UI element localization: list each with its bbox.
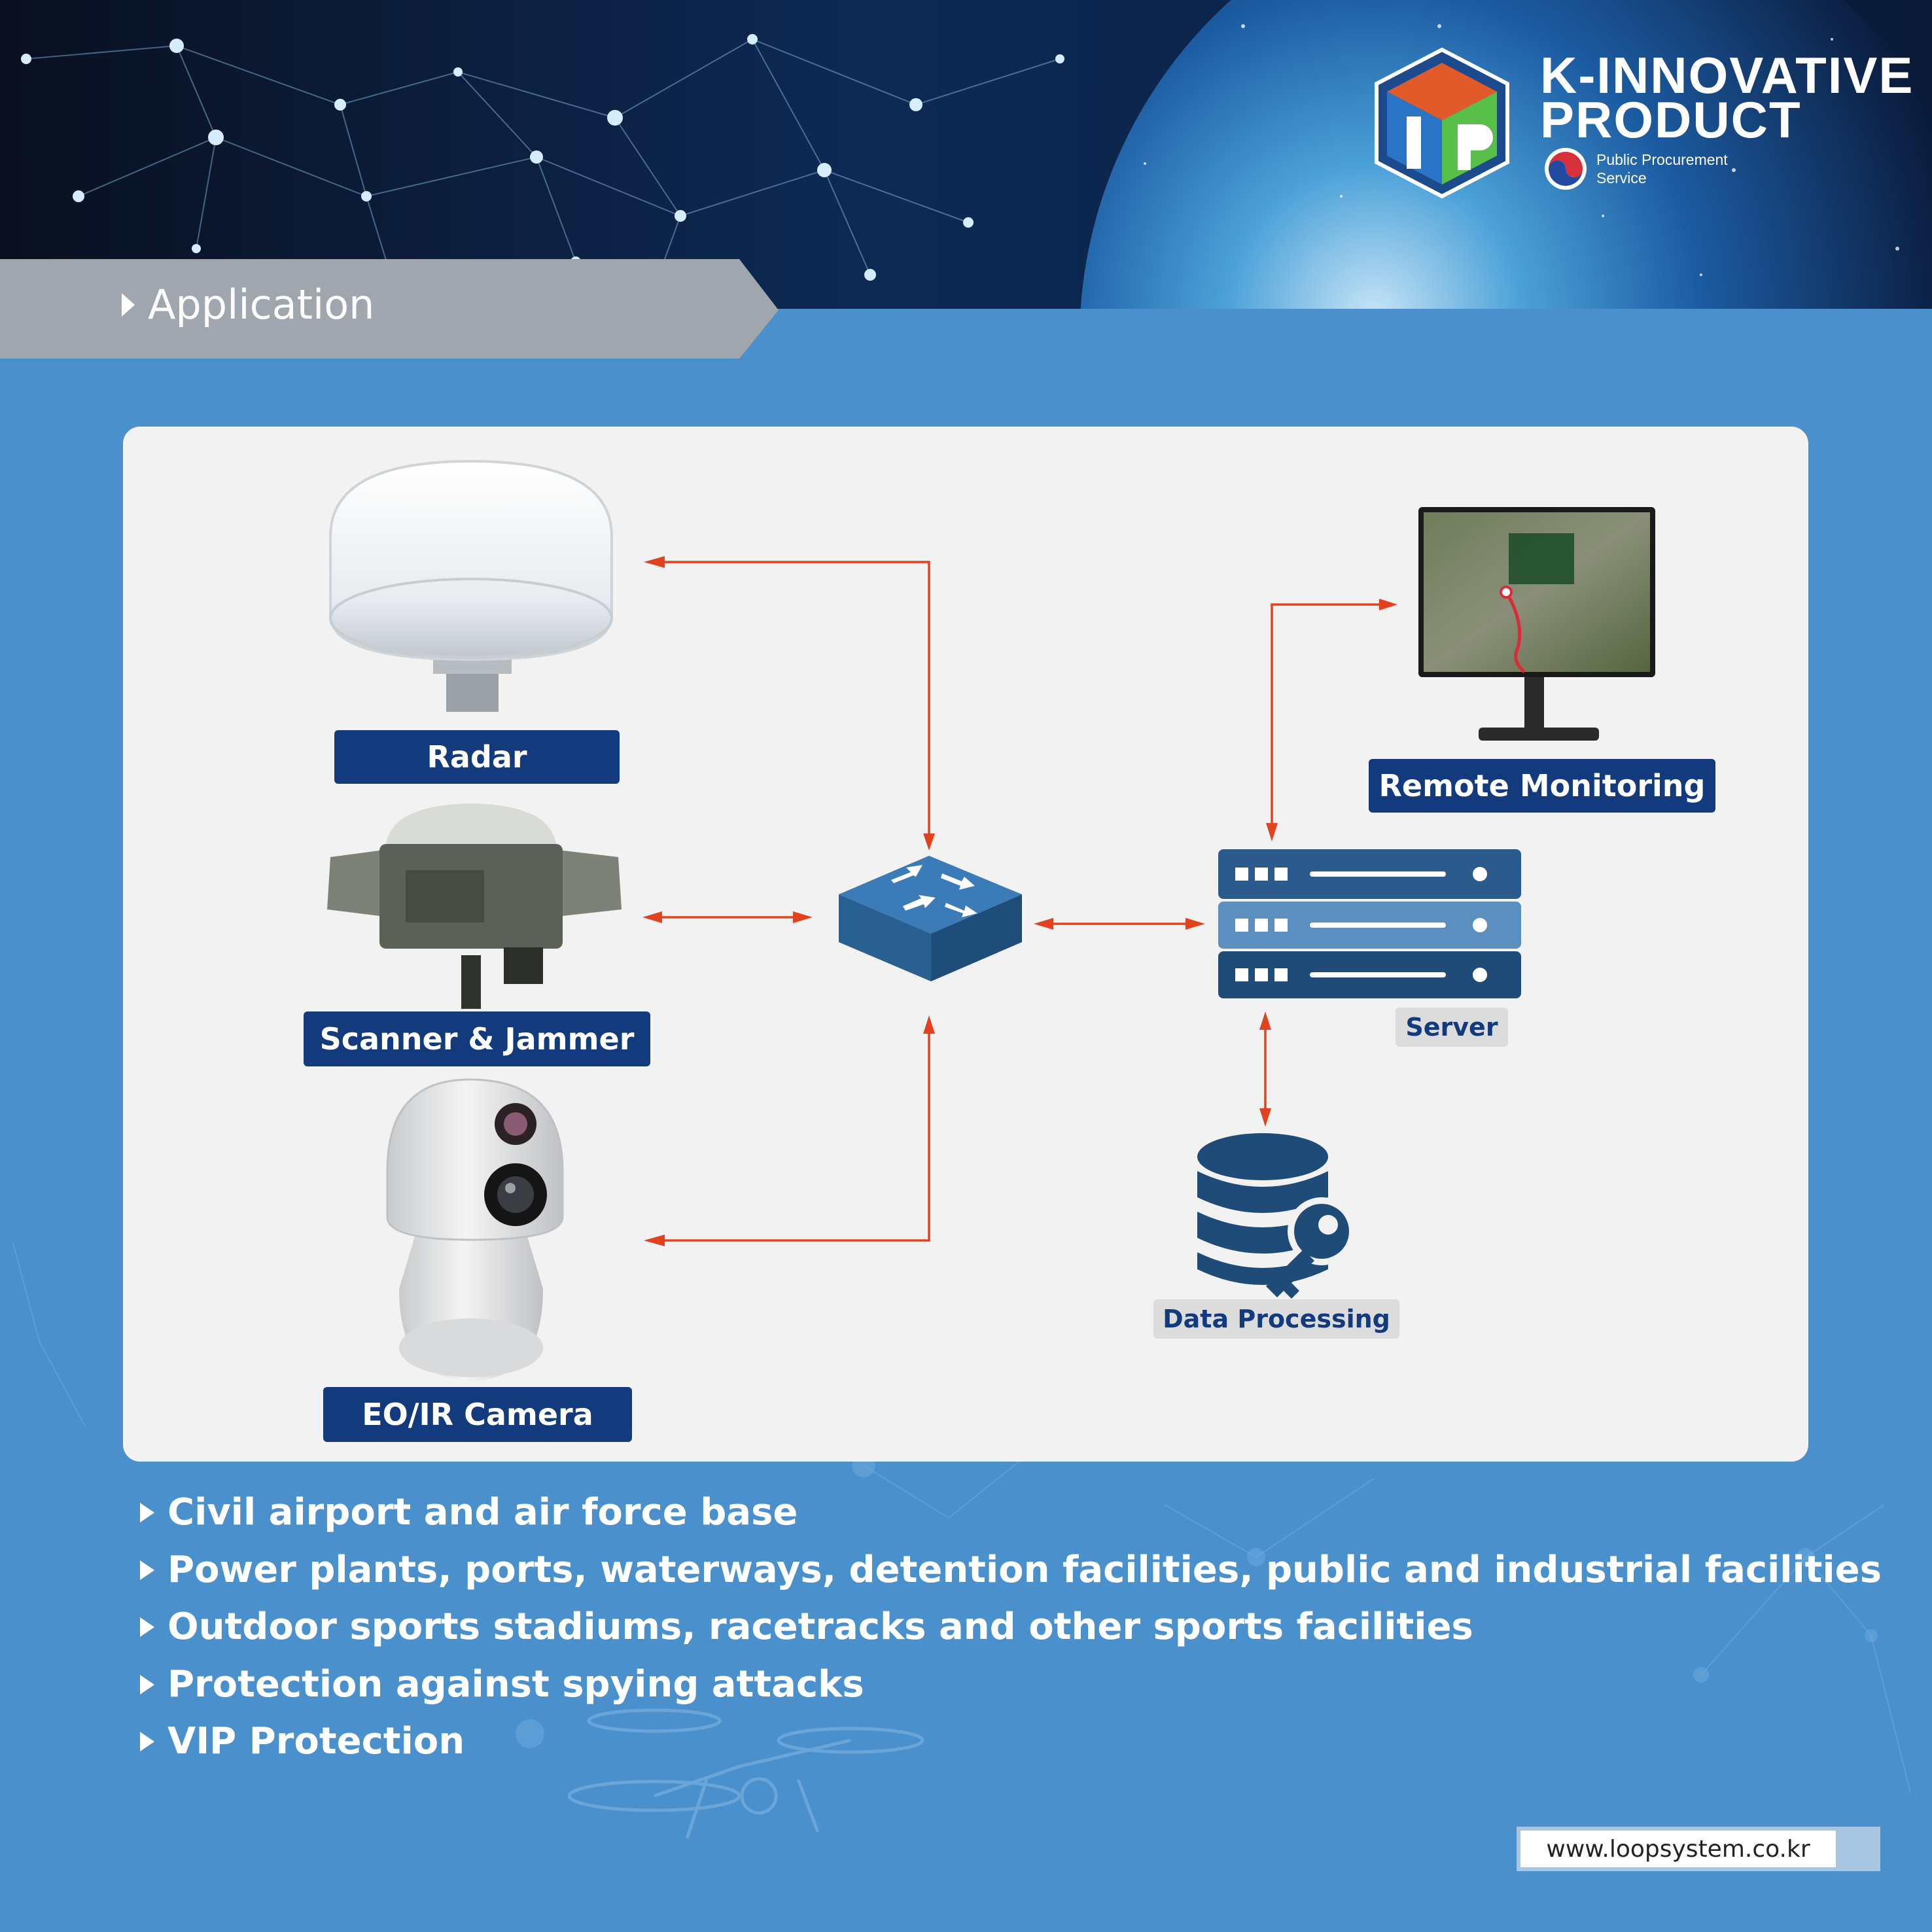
- website-url-field[interactable]: www.loopsystem.co.kr: [1517, 1827, 1840, 1871]
- server-rack-icon: [1218, 849, 1521, 998]
- agency-name-line2: Service: [1596, 169, 1647, 187]
- section-tab-background: [0, 259, 779, 359]
- application-list: Civil airport and air force base Power p…: [139, 1484, 1882, 1770]
- server-label: Server: [1396, 1008, 1508, 1047]
- website-url-text: www.loopsystem.co.kr: [1546, 1836, 1810, 1863]
- search-button[interactable]: [1840, 1827, 1880, 1871]
- list-item: Protection against spying attacks: [139, 1656, 1882, 1713]
- list-item-text: Power plants, ports, waterways, detentio…: [167, 1549, 1882, 1591]
- bullet-arrow-icon: [140, 1503, 154, 1522]
- brand-title-line2: PRODUCT: [1540, 94, 1802, 145]
- agency-name-line1: Public Procurement: [1596, 150, 1728, 169]
- scanner-jammer-label: Scanner & Jammer: [304, 1011, 650, 1066]
- kip-cube-logo-icon: [1377, 50, 1507, 196]
- list-item: Civil airport and air force base: [139, 1484, 1882, 1541]
- bullet-arrow-icon: [140, 1617, 154, 1637]
- bullet-arrow-icon: [140, 1732, 154, 1751]
- list-item: VIP Protection: [139, 1713, 1882, 1770]
- list-item: Power plants, ports, waterways, detentio…: [139, 1541, 1882, 1599]
- list-item: Outdoor sports stadiums, racetracks and …: [139, 1598, 1882, 1656]
- bullet-arrow-icon: [140, 1560, 154, 1580]
- section-title: Application: [148, 277, 374, 332]
- list-item-text: VIP Protection: [167, 1720, 465, 1763]
- data-processing-label: Data Processing: [1153, 1299, 1399, 1339]
- eo-ir-camera-label: EO/IR Camera: [323, 1387, 632, 1442]
- list-item-text: Civil airport and air force base: [167, 1491, 798, 1534]
- bullet-arrow-icon: [140, 1675, 154, 1695]
- radar-label: Radar: [334, 730, 620, 784]
- taegeuk-emblem-icon: [1545, 148, 1587, 190]
- list-item-text: Outdoor sports stadiums, racetracks and …: [167, 1606, 1473, 1648]
- list-item-text: Protection against spying attacks: [167, 1663, 864, 1706]
- eo-ir-camera-device-image: [387, 1080, 563, 1380]
- remote-monitoring-label: Remote Monitoring: [1369, 759, 1715, 813]
